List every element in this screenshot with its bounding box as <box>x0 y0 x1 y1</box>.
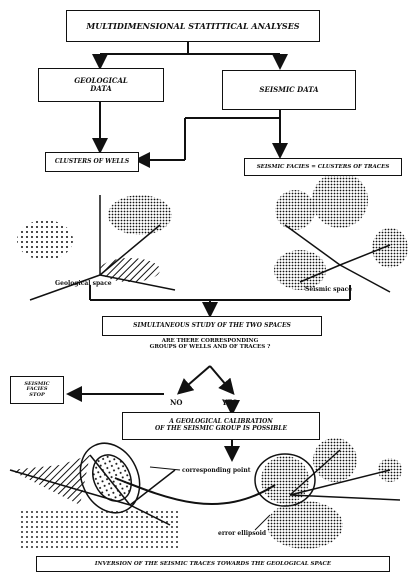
seismic-facies-text: SEISMIC FACIES = CLUSTERS OF TRACES <box>256 163 390 170</box>
no-label: NO <box>170 398 183 407</box>
connector-lines <box>66 42 351 462</box>
inversion-box: INVERSION OF THE SEISMIC TRACES TOWARDS … <box>36 556 390 572</box>
corresponding-curve <box>114 466 276 505</box>
clusters-of-wells-box: CLUSTERS OF WELLS <box>45 152 139 172</box>
calibration-box: A GEOLOGICAL CALIBRATION OF THE SEISMIC … <box>122 412 320 440</box>
simultaneous-study-text: SIMULTANEOUS STUDY OF THE TWO SPACES <box>133 321 291 329</box>
title-box: MULTIDIMENSIONAL STATITTICAL ANALYSES <box>66 10 320 42</box>
seismic-data-text: SEISMIC DATA <box>259 85 319 95</box>
error-ellipsoid-pointer <box>254 514 271 531</box>
seismic-space-label: Seismic space <box>305 286 353 293</box>
corresponding-point-label: corresponding point <box>182 467 251 474</box>
clusters-of-wells-text: CLUSTERS OF WELLS <box>54 157 130 165</box>
seismic-facies-stop-text: SEISMIC FACIES STOP <box>24 380 50 398</box>
bottom-geological-plot <box>9 442 180 550</box>
question-text: ARE THERE CORRESPONDING GROUPS OF WELLS … <box>149 338 271 350</box>
title-text: MULTIDIMENSIONAL STATITTICAL ANALYSES <box>86 20 300 31</box>
seismic-facies-box: SEISMIC FACIES = CLUSTERS OF TRACES <box>244 158 402 176</box>
seismic-facies-stop-box: SEISMIC FACIES STOP <box>10 376 64 404</box>
error-ellipsoid-label: error ellipsoid <box>218 530 267 537</box>
geological-space-plot <box>17 195 176 301</box>
seismic-data-box: SEISMIC DATA <box>222 70 356 110</box>
geological-space-label: Geological space <box>55 280 112 287</box>
geological-data-text: GEOLOGICAL DATA <box>74 76 128 93</box>
inversion-text: INVERSION OF THE SEISMIC TRACES TOWARDS … <box>94 560 332 567</box>
calibration-text: A GEOLOGICAL CALIBRATION OF THE SEISMIC … <box>154 418 288 432</box>
geological-data-box: GEOLOGICAL DATA <box>38 68 164 102</box>
simultaneous-study-box: SIMULTANEOUS STUDY OF THE TWO SPACES <box>102 316 322 336</box>
seismic-space-plot <box>274 172 408 293</box>
yes-label: YES <box>222 398 238 407</box>
bottom-seismic-plot <box>254 438 402 549</box>
